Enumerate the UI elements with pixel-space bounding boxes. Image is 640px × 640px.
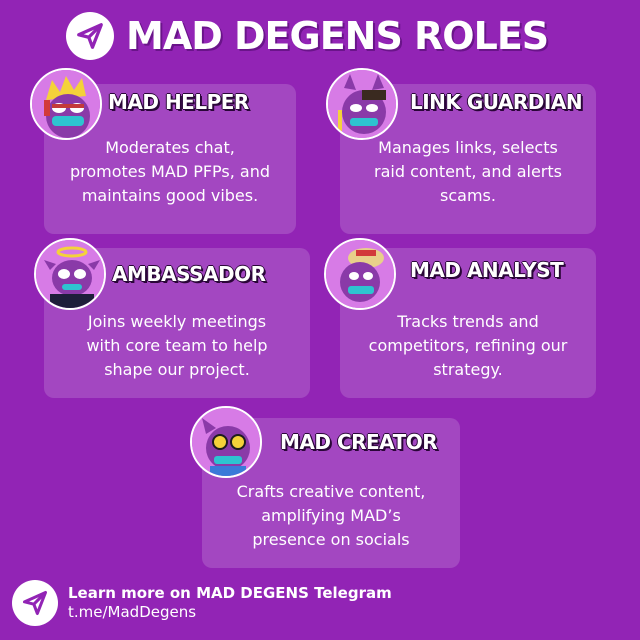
role-title: AMBASSADOR xyxy=(112,262,266,286)
footer-cta: Learn more on MAD DEGENS Telegram xyxy=(68,584,392,602)
degen-avatar-guardian xyxy=(326,68,398,140)
degen-avatar-analyst xyxy=(324,238,396,310)
role-title: MAD HELPER xyxy=(108,90,249,114)
degen-avatar-helper xyxy=(30,68,102,140)
role-description: Crafts creative content, amplifying MAD’… xyxy=(236,482,426,549)
role-title: MAD ANALYST xyxy=(410,258,564,282)
role-description: Joins weekly meetings with core team to … xyxy=(86,312,268,379)
role-title: LINK GUARDIAN xyxy=(410,90,583,114)
role-title: MAD CREATOR xyxy=(280,430,438,454)
header: MAD DEGENS ROLES xyxy=(66,8,549,64)
degen-avatar-creator xyxy=(190,406,262,478)
role-description: Moderates chat, promotes MAD PFPs, and m… xyxy=(69,138,271,205)
telegram-link[interactable]: t.me/MadDegens xyxy=(68,603,197,621)
telegram-plane-icon xyxy=(66,12,114,60)
role-description: Manages links, selects raid content, and… xyxy=(374,138,562,205)
page-title: MAD DEGENS ROLES xyxy=(126,14,549,58)
telegram-plane-icon xyxy=(12,580,58,626)
role-description: Tracks trends and competitors, refining … xyxy=(368,312,568,379)
degen-avatar-ambassador xyxy=(34,238,106,310)
